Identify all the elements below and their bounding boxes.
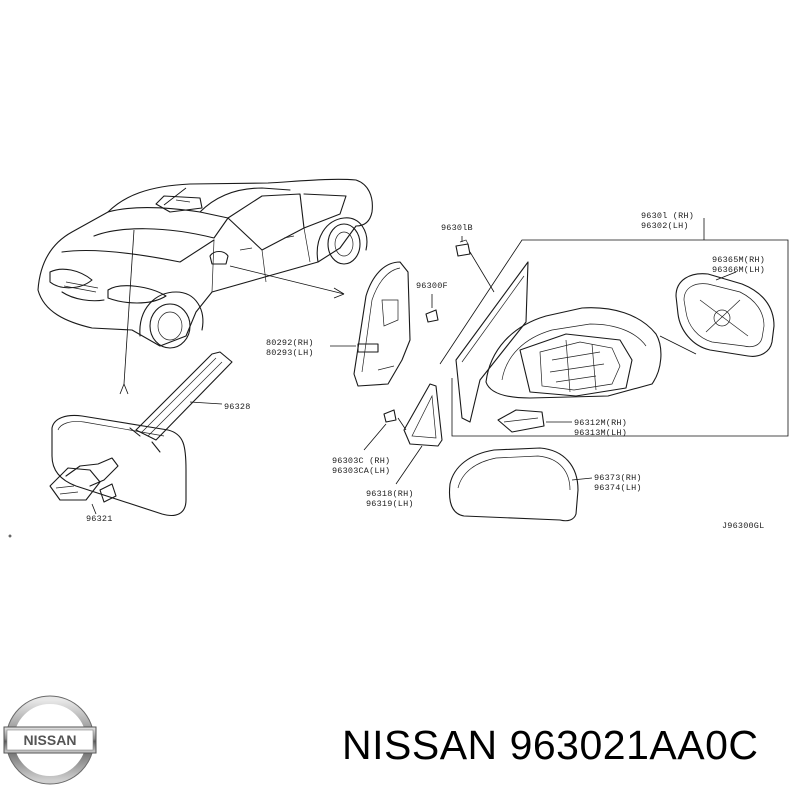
label-80292-rh: 80292(RH) bbox=[266, 338, 314, 348]
label-96303ca-lh: 96303CA(LH) bbox=[332, 466, 390, 476]
label-96312m-rh: 96312M(RH) bbox=[574, 418, 627, 428]
rearview-mirror bbox=[49, 414, 187, 517]
label-96303c-rh: 96303C (RH) bbox=[332, 456, 390, 466]
label-96374-lh: 96374(LH) bbox=[594, 483, 642, 493]
brand-name: NISSAN bbox=[342, 722, 498, 768]
mirror-assembly bbox=[439, 218, 789, 437]
label-9630lb: 9630lB bbox=[441, 223, 473, 233]
label-96313m-lh: 96313M(LH) bbox=[574, 428, 627, 438]
label-96318-rh: 96318(RH) bbox=[366, 489, 414, 499]
mirror-cover bbox=[448, 447, 593, 522]
triangle-garnish bbox=[363, 383, 443, 485]
car-illustration bbox=[37, 178, 373, 395]
screw-9630lb bbox=[455, 236, 495, 293]
mirror-glass bbox=[659, 271, 775, 357]
label-96373-rh: 96373(RH) bbox=[594, 473, 642, 483]
label-96321: 96321 bbox=[86, 514, 113, 524]
label-9630l-rh: 9630l (RH) bbox=[641, 211, 694, 221]
svg-text:NISSAN: NISSAN bbox=[24, 732, 77, 748]
part-number: 963021AA0C bbox=[509, 722, 759, 768]
label-96300f: 96300F bbox=[416, 281, 448, 291]
part-number-caption: NISSAN 963021AA0C bbox=[342, 714, 792, 776]
label-80293-lh: 80293(LH) bbox=[266, 348, 314, 358]
clip-96300f bbox=[425, 294, 439, 323]
label-96302-lh: 96302(LH) bbox=[641, 221, 689, 231]
label-96365m-rh: 96365M(RH) bbox=[712, 255, 765, 265]
trim-strip bbox=[129, 351, 233, 453]
nissan-logo-icon: NISSAN bbox=[3, 695, 97, 785]
label-96328: 96328 bbox=[224, 402, 251, 412]
label-96366m-lh: 96366M(LH) bbox=[712, 265, 765, 275]
diagram-code: J96300GL bbox=[722, 521, 764, 531]
inner-garnish bbox=[330, 261, 411, 387]
label-96319-lh: 96319(LH) bbox=[366, 499, 414, 509]
